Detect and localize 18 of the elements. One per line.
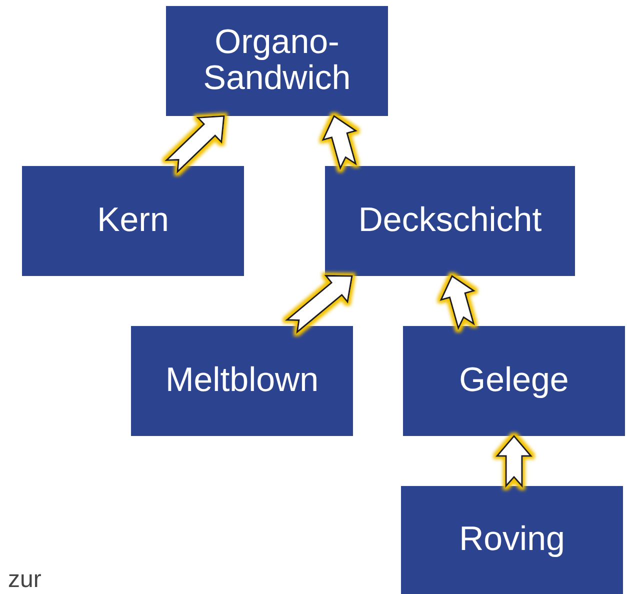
box-label: Meltblown: [164, 363, 320, 399]
box-label: Gelege: [458, 363, 570, 399]
box-label: Deckschicht: [357, 203, 543, 239]
process-box: [22, 166, 244, 276]
process-box: [166, 6, 388, 116]
process-box: [401, 486, 623, 594]
note-text: zur: [8, 568, 42, 592]
block-arrow: [440, 274, 476, 330]
block-arrow: [284, 274, 353, 334]
box-label: Kern: [96, 203, 170, 239]
block-arrow: [322, 114, 358, 170]
block-arrow: [495, 434, 533, 488]
process-box: [403, 326, 625, 436]
process-box: [325, 166, 575, 276]
box-label: Roving: [458, 522, 566, 558]
box-label: Organo- Sandwich: [202, 25, 352, 97]
process-box: [131, 326, 353, 436]
block-arrow: [164, 115, 225, 174]
